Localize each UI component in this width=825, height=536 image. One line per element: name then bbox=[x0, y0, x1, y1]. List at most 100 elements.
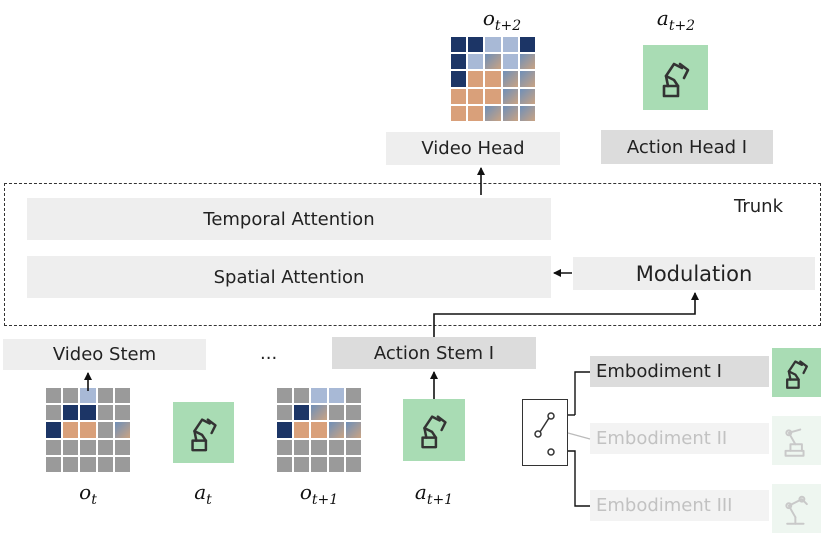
frame-cell bbox=[80, 422, 96, 438]
predicted-frame-grid bbox=[451, 37, 535, 121]
frame-cell bbox=[277, 388, 293, 404]
frame-cell bbox=[97, 405, 113, 421]
label-a-t-plus-2-sub: t+2 bbox=[668, 18, 696, 34]
embodiment-label-1: Embodiment I bbox=[596, 361, 722, 382]
frame-cell bbox=[63, 422, 79, 438]
frame-cell bbox=[328, 422, 344, 438]
embodiment-item-2[interactable]: Embodiment II bbox=[590, 423, 769, 454]
robot-arm-icon bbox=[421, 415, 447, 449]
frame-cell bbox=[502, 105, 518, 121]
input-frame-grid-t1 bbox=[277, 388, 361, 472]
frame-cell bbox=[277, 456, 293, 472]
frame-cell bbox=[519, 88, 535, 104]
input-action-box-t1 bbox=[403, 399, 465, 461]
frame-cell bbox=[46, 439, 62, 455]
frame-cell bbox=[519, 71, 535, 87]
trunk-region bbox=[4, 183, 821, 326]
frame-cell bbox=[468, 37, 484, 53]
frame-cell bbox=[328, 388, 344, 404]
spatial-attention-block: Spatial Attention bbox=[27, 256, 551, 298]
frame-cell bbox=[114, 405, 130, 421]
frame-cell bbox=[485, 37, 501, 53]
label-a-t-plus-1: at+1 bbox=[394, 480, 474, 508]
label-o-t-plus-2-sub: t+2 bbox=[494, 18, 522, 34]
label-o-t-plus-2: ot+2 bbox=[462, 6, 542, 34]
frame-cell bbox=[277, 422, 293, 438]
frame-cell bbox=[468, 54, 484, 70]
frame-cell bbox=[97, 422, 113, 438]
frame-cell bbox=[294, 388, 310, 404]
frame-cell bbox=[46, 388, 62, 404]
frame-cell bbox=[294, 456, 310, 472]
frame-cell bbox=[311, 422, 327, 438]
frame-cell bbox=[345, 439, 361, 455]
frame-cell bbox=[485, 88, 501, 104]
frame-cell bbox=[46, 422, 62, 438]
embodiment-icon-box-3 bbox=[772, 484, 821, 533]
branch-embodiment-3 bbox=[568, 450, 590, 507]
frame-cell bbox=[502, 37, 518, 53]
frame-cell bbox=[311, 439, 327, 455]
label-o-t-sub: t bbox=[91, 492, 97, 508]
frame-cell bbox=[97, 439, 113, 455]
frame-cell bbox=[80, 439, 96, 455]
frame-cell bbox=[63, 388, 79, 404]
frame-cell bbox=[46, 456, 62, 472]
label-a-t-base: a bbox=[194, 480, 207, 504]
input-frame-grid-t bbox=[46, 388, 130, 472]
frame-cell bbox=[451, 54, 467, 70]
video-head: Video Head bbox=[386, 132, 560, 165]
label-a-t-sub: t bbox=[206, 492, 212, 508]
frame-cell bbox=[114, 422, 130, 438]
frame-cell bbox=[294, 439, 310, 455]
robot-arm-icon bbox=[662, 62, 689, 97]
embodiment-item-1[interactable]: Embodiment I bbox=[590, 356, 769, 387]
switch-icon bbox=[534, 412, 555, 456]
frame-cell bbox=[97, 388, 113, 404]
frame-cell bbox=[328, 456, 344, 472]
frame-cell bbox=[485, 71, 501, 87]
frame-cell bbox=[485, 54, 501, 70]
frame-cell bbox=[502, 54, 518, 70]
action-head: Action Head I bbox=[601, 130, 773, 164]
branch-embodiment-1 bbox=[574, 371, 590, 415]
frame-cell bbox=[114, 388, 130, 404]
frame-cell bbox=[311, 405, 327, 421]
embodiment-icon-box-2 bbox=[772, 416, 821, 465]
label-a-t-plus-2-base: a bbox=[656, 6, 669, 30]
frame-cell bbox=[63, 456, 79, 472]
frame-cell bbox=[80, 405, 96, 421]
frame-cell bbox=[345, 388, 361, 404]
label-o-t: ot bbox=[48, 480, 128, 508]
temporal-attention-block: Temporal Attention bbox=[27, 198, 551, 240]
embodiment-item-3[interactable]: Embodiment III bbox=[590, 490, 769, 521]
switch-box bbox=[522, 399, 568, 466]
frame-cell bbox=[114, 456, 130, 472]
action-stem: Action Stem I bbox=[332, 337, 536, 369]
label-o-t-plus-1-base: o bbox=[299, 480, 312, 504]
frame-cell bbox=[502, 88, 518, 104]
frame-cell bbox=[294, 405, 310, 421]
frame-cell bbox=[468, 105, 484, 121]
label-a-t-plus-1-sub: t+1 bbox=[426, 492, 454, 508]
label-a-t-plus-1-base: a bbox=[414, 480, 427, 504]
frame-cell bbox=[345, 422, 361, 438]
frame-cell bbox=[519, 54, 535, 70]
label-a-t-plus-2: at+2 bbox=[636, 6, 716, 34]
frame-cell bbox=[97, 456, 113, 472]
frame-cell bbox=[46, 405, 62, 421]
switch-link-2 bbox=[567, 432, 591, 440]
frame-cell bbox=[328, 439, 344, 455]
frame-cell bbox=[114, 439, 130, 455]
embodiment-label-2: Embodiment II bbox=[596, 428, 728, 449]
input-action-box-t bbox=[173, 402, 234, 463]
trunk-label: Trunk bbox=[734, 196, 783, 217]
frame-cell bbox=[485, 105, 501, 121]
frame-cell bbox=[451, 37, 467, 53]
frame-cell bbox=[277, 405, 293, 421]
frame-cell bbox=[277, 439, 293, 455]
frame-cell bbox=[80, 388, 96, 404]
ellipsis: ... bbox=[260, 343, 278, 364]
frame-cell bbox=[345, 405, 361, 421]
frame-cell bbox=[468, 88, 484, 104]
